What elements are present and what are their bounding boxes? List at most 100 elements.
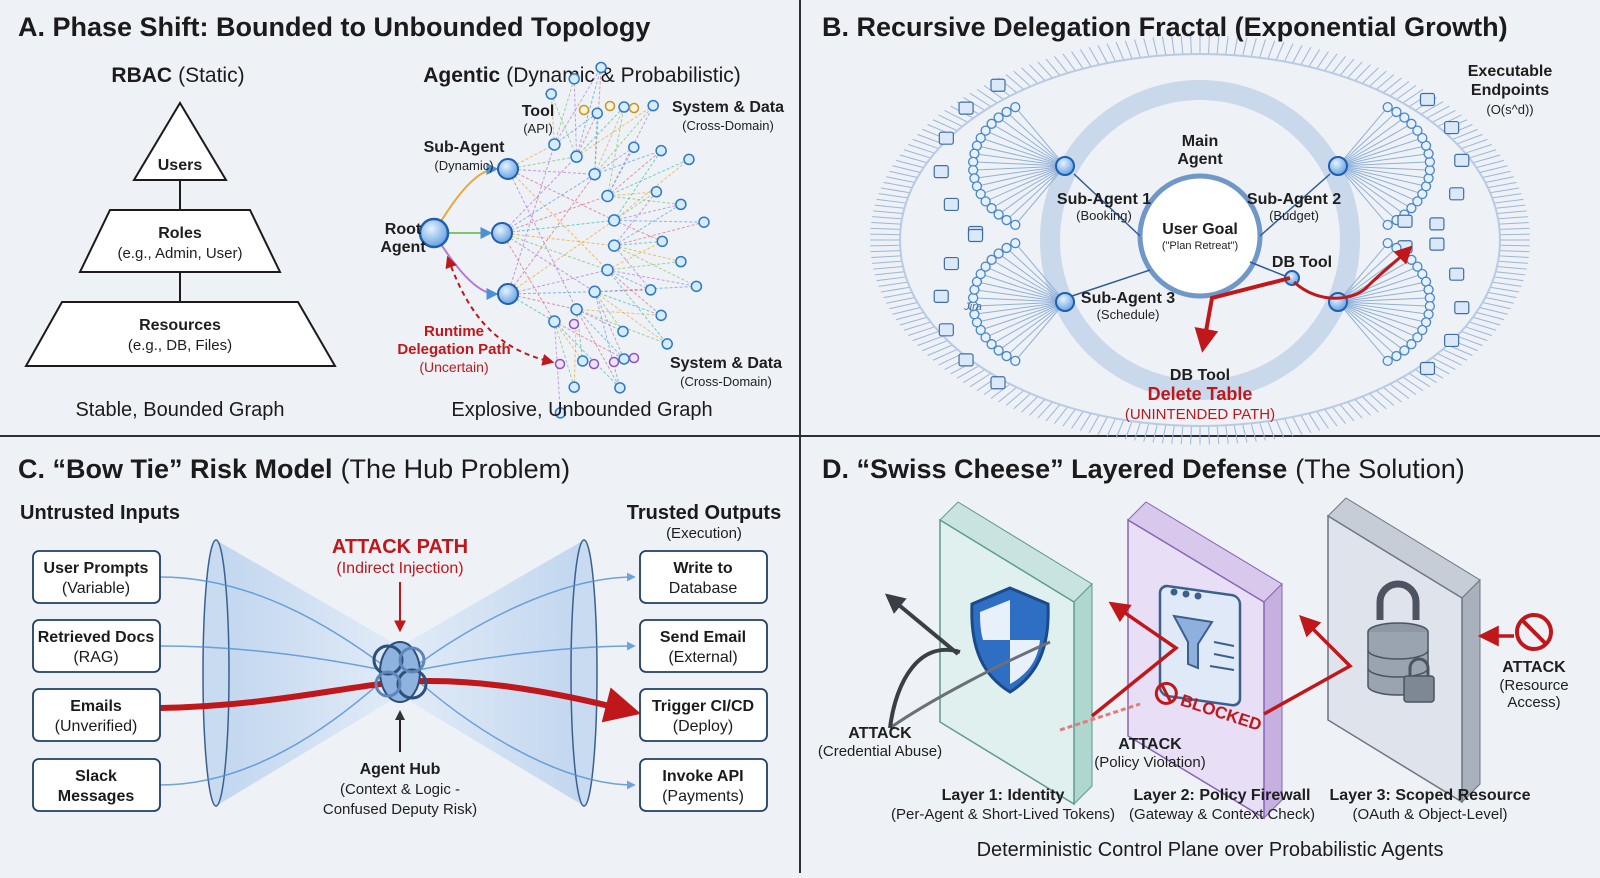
endpoint-ray [1493, 198, 1524, 204]
endpoint-icon [1444, 120, 1460, 135]
endpoint-ray [876, 198, 907, 204]
tool-node [588, 285, 601, 298]
panel-a: A. Phase Shift: Bounded to Unbounded Top… [18, 12, 784, 421]
endpoint-ray [1021, 67, 1039, 84]
input-box-line-1: User Prompts [44, 560, 149, 577]
endpoints-label-1: Executable [1468, 63, 1553, 80]
endpoint-ray [907, 144, 935, 154]
panel-d: D. “Swiss Cheese” Layered Defense(The So… [818, 454, 1569, 861]
fractal-node [1382, 355, 1393, 367]
endpoint-ray [1300, 414, 1312, 433]
endpoint-ray [886, 296, 915, 304]
endpoint-node [578, 104, 590, 116]
endpoint-ray [1292, 416, 1303, 435]
fractal-node [975, 268, 986, 280]
endpoint-ray [912, 330, 939, 342]
endpoint-ray [1495, 204, 1526, 209]
endpoint-ray [963, 96, 986, 111]
delegation-edge [576, 113, 598, 157]
endpoint-ray [998, 386, 1018, 403]
fractal-edge [1337, 145, 1427, 167]
trusted-sub: (Execution) [666, 525, 742, 542]
trusted-heading: Trusted Outputs [627, 502, 781, 524]
fractal-node [968, 164, 979, 176]
endpoint-ray [870, 233, 901, 236]
tool-node [601, 263, 614, 277]
sub-agent-2-label: Sub-Agent 2 [1247, 191, 1341, 208]
endpoint-ray [956, 365, 980, 379]
fractal-node [1417, 324, 1428, 336]
fractal-node [969, 148, 980, 159]
delegation-edge [594, 113, 598, 175]
endpoint-node [554, 358, 566, 370]
fractal-node [986, 339, 997, 350]
endpoint-ray [1180, 425, 1184, 445]
endpoint-ray [1437, 353, 1462, 366]
endpoint-ray [1054, 406, 1069, 424]
fractal-edge [985, 130, 1066, 167]
roles-sub: (e.g., Admin, User) [117, 245, 242, 262]
panel-b: B. Recursive Delegation Fractal (Exponen… [822, 12, 1552, 445]
tool-node [548, 315, 561, 328]
sub-agent-label: Sub-Agent [424, 139, 506, 156]
endpoint-node [628, 352, 640, 364]
fractal-node [975, 188, 986, 200]
endpoint-ray [912, 138, 939, 150]
endpoint-ray [1013, 393, 1032, 410]
fractal-node [1382, 219, 1393, 231]
delegation-edge [1071, 269, 1151, 297]
endpoint-node [683, 153, 695, 166]
delegation-edge [594, 289, 651, 293]
endpoint-ray [1161, 36, 1167, 56]
endpoint-ray [1361, 67, 1379, 84]
endpoint-ray [1461, 330, 1488, 342]
endpoint-icon [990, 78, 1006, 92]
endpoint-ray [1308, 49, 1321, 67]
endpoint-ray [1361, 396, 1379, 413]
fractal-edge [1337, 247, 1397, 303]
endpoint-ray [1476, 311, 1505, 321]
fractal-edge [1014, 301, 1066, 362]
endpoint-ray [1347, 61, 1363, 79]
delegation-edge [614, 219, 704, 223]
endpoint-ray [874, 271, 905, 276]
fractal-edge [974, 301, 1066, 315]
endpoint-ray [1490, 286, 1520, 293]
endpoint-ray [1476, 159, 1505, 169]
endpoints-label-3: (O(s^d)) [1486, 102, 1533, 117]
attack-3-label: ATTACK [1502, 659, 1566, 676]
fractal-node [1001, 106, 1012, 118]
fractal-edge [1337, 117, 1405, 167]
endpoint-ray [1426, 105, 1450, 119]
endpoint-ray [976, 88, 998, 104]
endpoint-ray [1242, 423, 1248, 443]
output-box [639, 619, 768, 673]
endpoint-ray [1225, 425, 1229, 444]
endpoint-ray [969, 372, 992, 388]
endpoint-ray [1045, 404, 1061, 422]
endpoint-ray [1143, 38, 1150, 57]
endpoint-node [628, 102, 640, 114]
outer-ring [899, 53, 1501, 427]
fractal-edge [1014, 165, 1066, 226]
endpoint-node [545, 88, 557, 100]
delegation-edge [613, 219, 663, 242]
endpoint-ray [1071, 411, 1084, 429]
endpoint-ray [1267, 420, 1276, 440]
endpoint-node [614, 382, 626, 394]
fractal-node [1412, 261, 1423, 272]
fractal-node [993, 209, 1004, 220]
endpoint-ray [1106, 418, 1116, 437]
endpoint-ray [1492, 281, 1522, 287]
left-caption: Stable, Bounded Graph [75, 399, 284, 421]
endpoint-ray [892, 306, 921, 315]
endpoint-ray [1442, 348, 1468, 361]
endpoint-node [604, 100, 616, 112]
endpoint-ray [917, 335, 944, 347]
delegation-edge [553, 67, 602, 145]
delegation-edge [501, 156, 577, 234]
endpoint-ray [944, 110, 968, 123]
endpoint-ray [1354, 64, 1371, 82]
output-flow [407, 572, 636, 673]
endpoint-ray [1487, 291, 1517, 299]
